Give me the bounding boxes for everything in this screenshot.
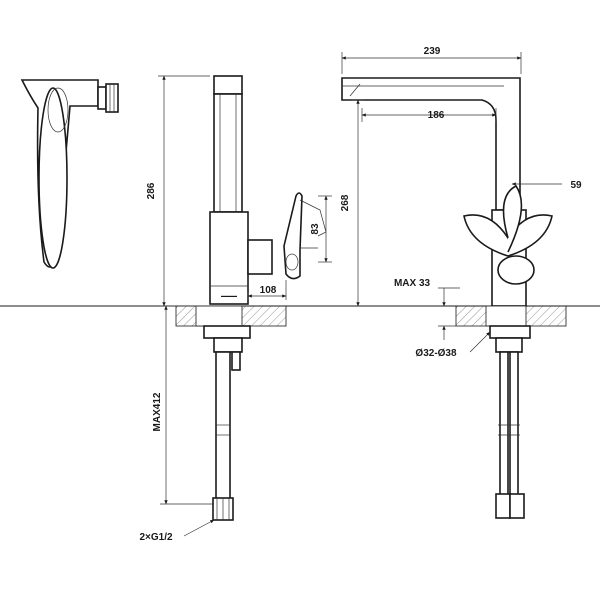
front-view	[341, 77, 567, 519]
dim-max33-label: MAX 33	[394, 278, 431, 289]
front-view-hose-nut-right	[509, 493, 525, 519]
side-view-hose	[215, 351, 231, 503]
dim-hole-diameter-label: Ø32-Ø38	[415, 348, 457, 359]
top-view-lever	[38, 87, 68, 269]
dim-83-label: 83	[310, 223, 321, 235]
front-view-lever	[463, 214, 553, 257]
front-view-hose-nut-left	[495, 493, 511, 519]
dim-59-label: 59	[570, 180, 582, 191]
dimension-lines	[158, 52, 562, 537]
front-view-spout	[341, 77, 521, 211]
side-view-body	[209, 211, 249, 305]
dim-186-label: 186	[428, 110, 445, 121]
dim-268-label: 268	[340, 194, 351, 211]
top-view-nut	[105, 83, 119, 113]
dim-239-label: 239	[424, 46, 441, 57]
side-view-brand-mark: ▬▬▬▬	[221, 293, 237, 298]
top-view-connector	[97, 86, 107, 110]
dim-max412-label: MAX412	[152, 392, 163, 431]
top-view-lever-inner	[47, 87, 69, 133]
front-view-hose-right	[509, 351, 519, 497]
side-view-lever	[283, 192, 303, 280]
top-view	[20, 79, 119, 269]
front-view-hose-left	[499, 351, 509, 497]
side-view-spout-column	[213, 93, 243, 213]
dim-108-label: 108	[260, 285, 277, 296]
side-view-lever-block	[247, 239, 273, 275]
side-view: ▬▬▬▬	[175, 75, 327, 521]
dim-286-label: 286	[146, 182, 157, 199]
dim-connection-label: 2×G1/2	[139, 532, 173, 543]
side-view-spout-cap	[213, 75, 243, 95]
